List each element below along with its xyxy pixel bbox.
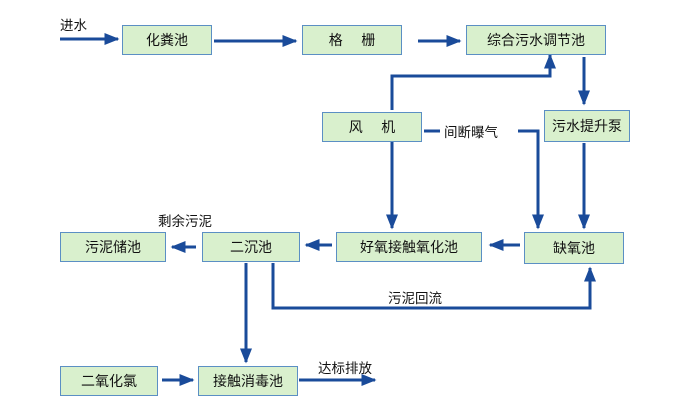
inlet-label: 进水 (60, 18, 87, 34)
lift-pump-box: 污水提升泵 (544, 110, 630, 142)
chlorine-dioxide-box: 二氧化氯 (60, 366, 158, 396)
grille-box: 格 栅 (302, 25, 402, 55)
aerobic-tank-box: 好氧接触氧化池 (336, 232, 482, 262)
sludge-return-label: 污泥回流 (388, 291, 442, 307)
excess-sludge-label: 剩余污泥 (158, 214, 212, 230)
arrow-sludge-return (271, 263, 596, 310)
arrow-blower-to-equalization (390, 53, 556, 110)
septic-tank-box: 化粪池 (122, 25, 212, 55)
aeration-label: 间断曝气 (444, 125, 498, 141)
secondary-clarifier-box: 二沉池 (202, 232, 300, 262)
blower-box: 风 机 (322, 112, 422, 142)
disinfection-tank-box: 接触消毒池 (198, 366, 298, 396)
equalization-tank-box: 综合污水调节池 (466, 25, 606, 55)
sludge-tank-box: 污泥储池 (60, 232, 166, 262)
anoxic-tank-box: 缺氧池 (524, 232, 624, 264)
arrow-aeration-to-anoxic (518, 129, 544, 230)
discharge-label: 达标排放 (318, 361, 372, 377)
